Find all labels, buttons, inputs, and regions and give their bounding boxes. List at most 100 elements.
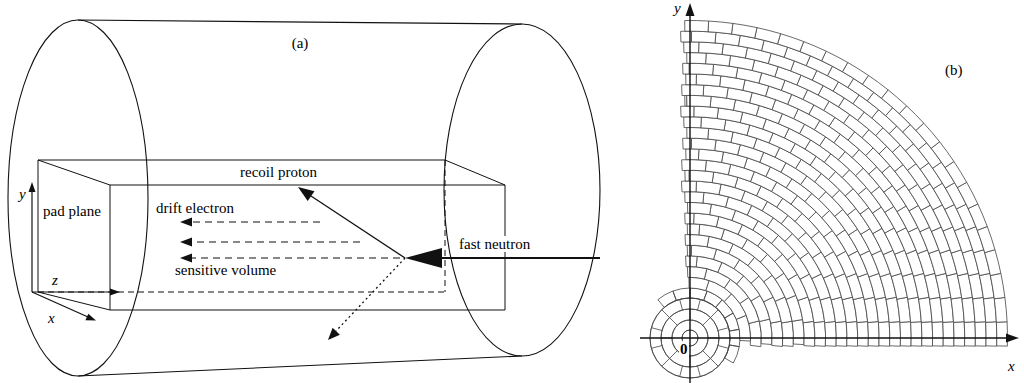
arrowhead — [298, 187, 315, 201]
pad — [778, 34, 804, 52]
panel-label: (a) — [292, 35, 309, 51]
origin-label: 0 — [679, 341, 689, 357]
part-label: sensitive volume — [175, 262, 276, 278]
pad — [685, 21, 709, 32]
pad — [699, 42, 724, 54]
drift-electron-path — [190, 221, 320, 222]
pad — [996, 322, 1007, 346]
pad — [749, 321, 761, 347]
pad — [685, 192, 704, 203]
arrowhead — [180, 238, 192, 247]
track-label: fast neutron — [458, 236, 531, 252]
axis-label: y — [674, 0, 681, 16]
pad — [686, 256, 698, 267]
arrowhead — [180, 218, 192, 227]
ring-divider — [703, 317, 711, 325]
ring-divider — [662, 310, 670, 318]
pad — [822, 51, 848, 72]
ring-divider — [680, 299, 683, 310]
ring-divider — [680, 366, 683, 377]
pad — [803, 321, 815, 346]
ring-divider — [698, 366, 701, 377]
pad — [686, 149, 699, 160]
ring-divider — [651, 346, 662, 349]
y-axis — [31, 190, 32, 292]
cylinder-end — [8, 20, 148, 376]
pad — [814, 321, 826, 346]
pad — [943, 322, 954, 346]
neutron-track — [438, 257, 600, 259]
pad — [825, 321, 837, 346]
pad — [684, 42, 699, 53]
ring-divider — [651, 328, 662, 331]
arrowhead — [1006, 334, 1019, 343]
pad — [985, 250, 1001, 276]
ring-divider — [711, 359, 719, 367]
pad — [685, 95, 687, 106]
box-edge — [38, 292, 110, 310]
arrowhead — [405, 248, 442, 268]
scattered-neutron-track — [336, 258, 405, 331]
pad — [792, 320, 804, 345]
pad — [954, 322, 965, 346]
box-edge — [38, 160, 445, 161]
cylinder-end — [444, 24, 600, 356]
pad — [691, 138, 716, 150]
pad — [900, 322, 911, 347]
arrowhead — [180, 254, 192, 263]
arrowhead — [85, 314, 96, 321]
pad — [696, 74, 721, 86]
pad — [683, 63, 689, 74]
pad — [835, 321, 847, 346]
pad — [685, 234, 709, 246]
box-hidden-edge — [445, 160, 446, 292]
pad — [684, 117, 702, 128]
axis-label: x — [48, 310, 55, 326]
ring-divider — [662, 359, 670, 367]
ring-divider — [669, 351, 677, 359]
pad — [759, 319, 772, 344]
pad — [731, 23, 756, 38]
cylinder-edge — [78, 20, 522, 24]
axis-label: y — [19, 186, 26, 202]
pad — [846, 321, 857, 346]
ring-divider — [703, 351, 711, 359]
box-edge — [38, 160, 110, 185]
sensitive-volume-box — [38, 160, 505, 310]
y-axis — [689, 14, 690, 383]
ring-divider — [718, 328, 729, 331]
pad-plane-layout — [650, 21, 1008, 378]
z-axis — [32, 291, 112, 292]
cylinder — [8, 20, 600, 376]
pad — [694, 106, 719, 118]
pad — [682, 160, 707, 171]
box-edge — [38, 160, 39, 292]
pad — [686, 74, 697, 85]
arrowhead — [686, 3, 695, 16]
part-label: pad plane — [43, 203, 101, 219]
pad — [921, 322, 932, 347]
pad — [687, 224, 700, 235]
pad — [708, 21, 733, 34]
track-label: recoil proton — [240, 164, 317, 180]
arrowhead — [110, 289, 120, 296]
pad — [964, 322, 975, 346]
pad — [755, 28, 781, 44]
pad — [990, 273, 1005, 298]
pad — [658, 291, 676, 307]
ring-divider — [711, 310, 719, 318]
track-label: drift electron — [156, 200, 234, 216]
axes-b — [640, 3, 1019, 383]
pad — [889, 322, 900, 347]
box-edge — [110, 310, 505, 311]
ring-divider — [669, 317, 677, 325]
arrowhead — [29, 182, 36, 192]
x-axis — [32, 292, 88, 317]
pad — [800, 42, 826, 61]
pad — [857, 322, 868, 347]
panel-label: (b) — [945, 62, 963, 78]
pad — [682, 85, 704, 96]
ring-divider — [718, 346, 729, 349]
